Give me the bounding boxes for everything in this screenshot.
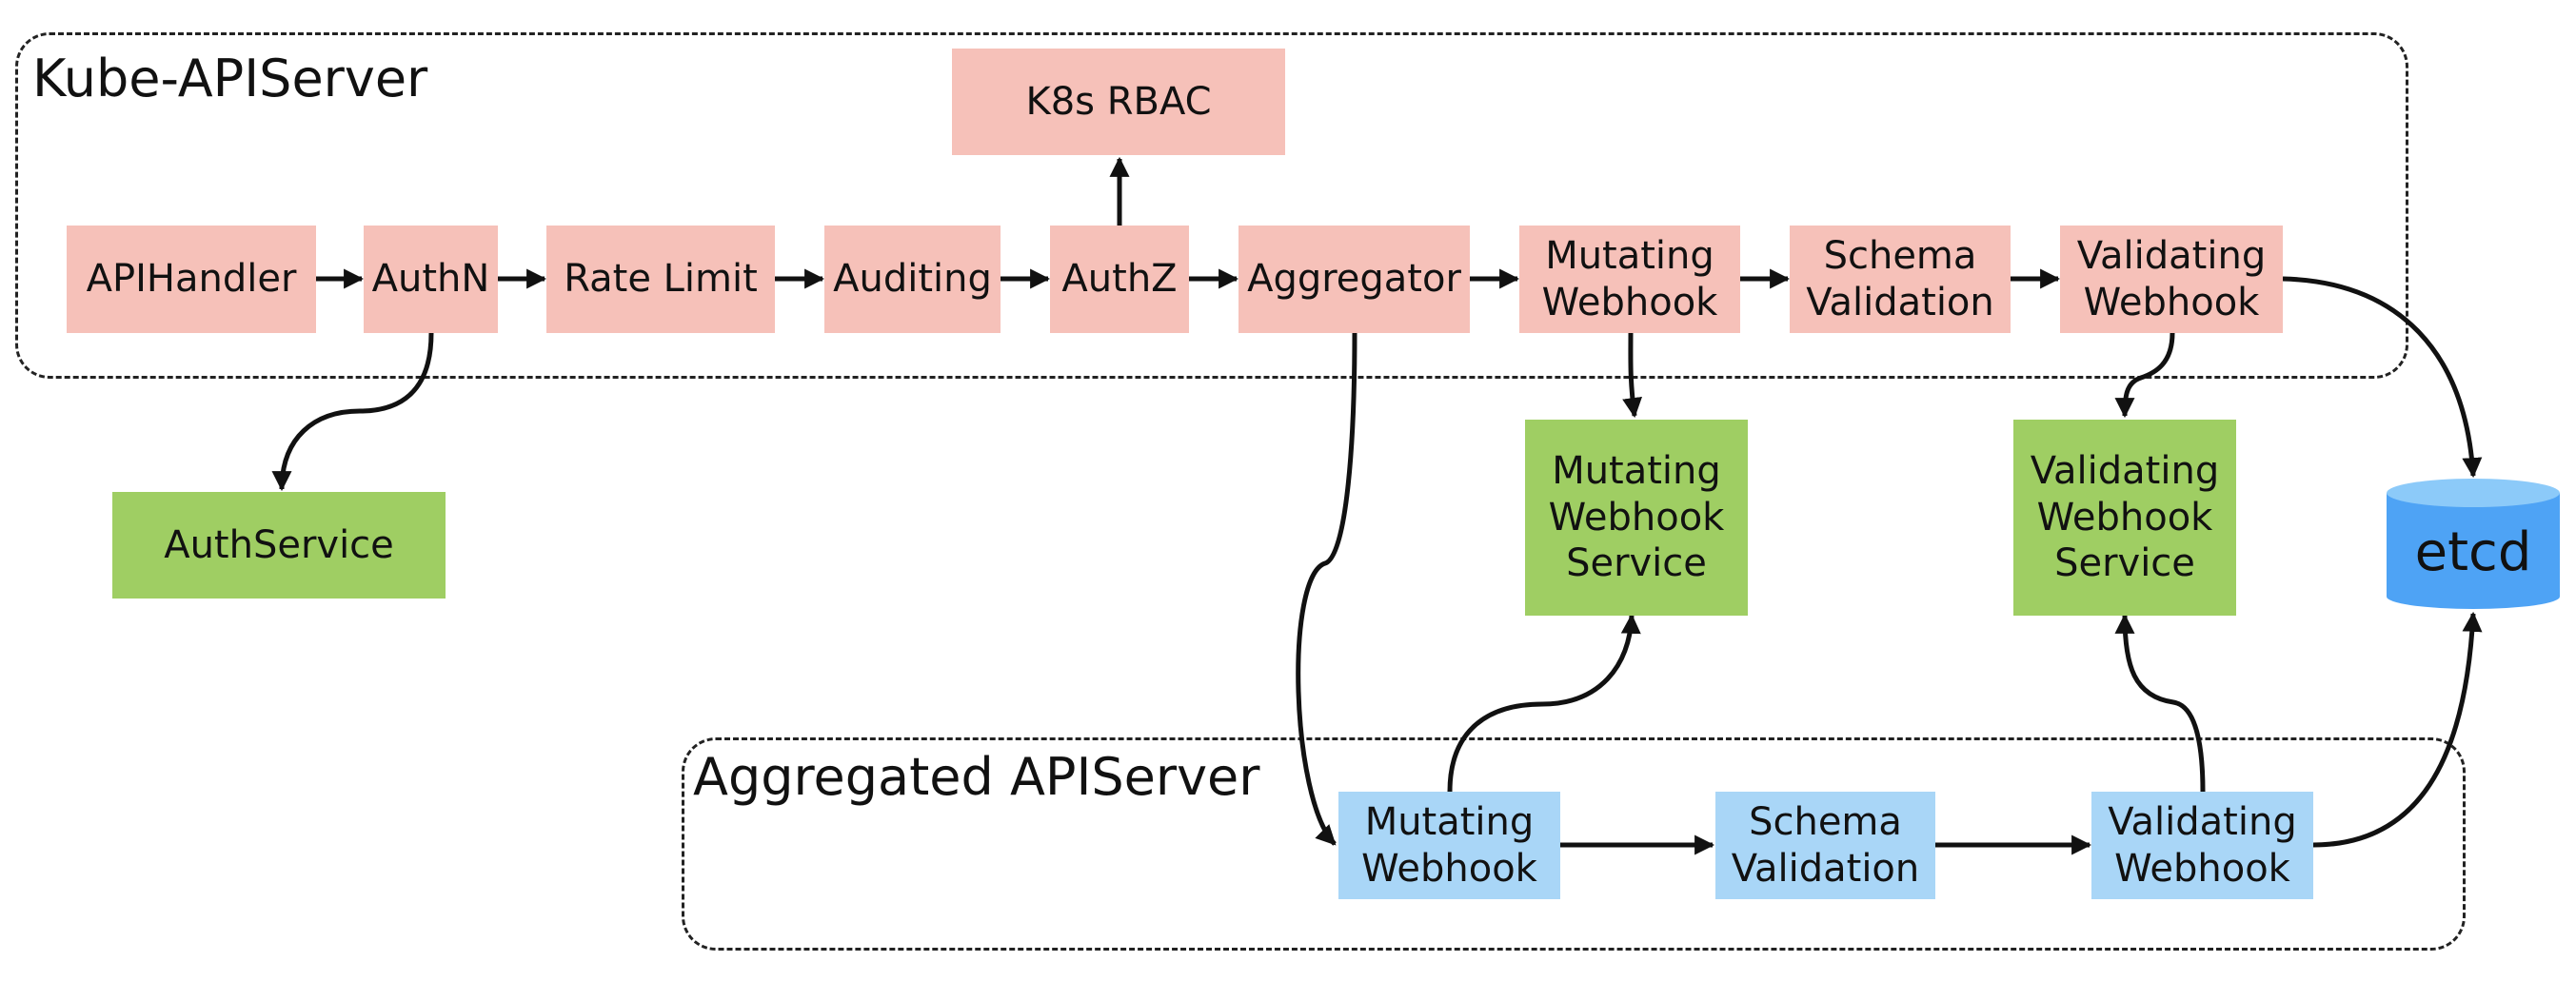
- arrow-validating-etcd: [2282, 276, 2483, 479]
- etcd-cylinder: [2387, 479, 2560, 609]
- arrow-authn-authservice: [271, 332, 434, 492]
- arrow-aggregator-aggmutating: [1296, 332, 1357, 846]
- arrow-aggvalidating-service: [2114, 613, 2206, 793]
- agg-schema-validation-node: Schema Validation: [1715, 792, 1935, 899]
- auth-service-node: AuthService: [112, 492, 446, 599]
- apihandler-node: APIHandler: [67, 226, 316, 333]
- arrow-aggvalidating-etcd: [2312, 611, 2483, 848]
- validating-webhook-service-node: Validating Webhook Service: [2013, 420, 2236, 616]
- aggregator-node: Aggregator: [1238, 226, 1470, 333]
- arrow-aggmutating-service: [1447, 613, 1641, 793]
- authn-node: AuthN: [364, 226, 498, 333]
- mutating-webhook-node: Mutating Webhook: [1519, 226, 1740, 333]
- arrow-mutating-service: [1622, 332, 1643, 419]
- mutating-webhook-service-node: Mutating Webhook Service: [1525, 420, 1748, 616]
- authz-node: AuthZ: [1050, 226, 1189, 333]
- aggregated-apiserver-label: Aggregated APIServer: [693, 747, 1260, 807]
- arrow-validating-service: [2114, 332, 2175, 419]
- auditing-node: Auditing: [824, 226, 1001, 333]
- agg-mutating-webhook-node: Mutating Webhook: [1338, 792, 1560, 899]
- etcd-label: etcd: [2414, 520, 2532, 583]
- agg-validating-webhook-node: Validating Webhook: [2091, 792, 2313, 899]
- kube-apiserver-group: [15, 32, 2408, 379]
- aggregated-apiserver-group: [682, 737, 2466, 951]
- rate-limit-node: Rate Limit: [546, 226, 775, 333]
- kube-apiserver-label: Kube-APIServer: [32, 49, 428, 108]
- validating-webhook-node: Validating Webhook: [2060, 226, 2283, 333]
- k8s-rbac-node: K8s RBAC: [952, 49, 1285, 155]
- schema-validation-node: Schema Validation: [1790, 226, 2011, 333]
